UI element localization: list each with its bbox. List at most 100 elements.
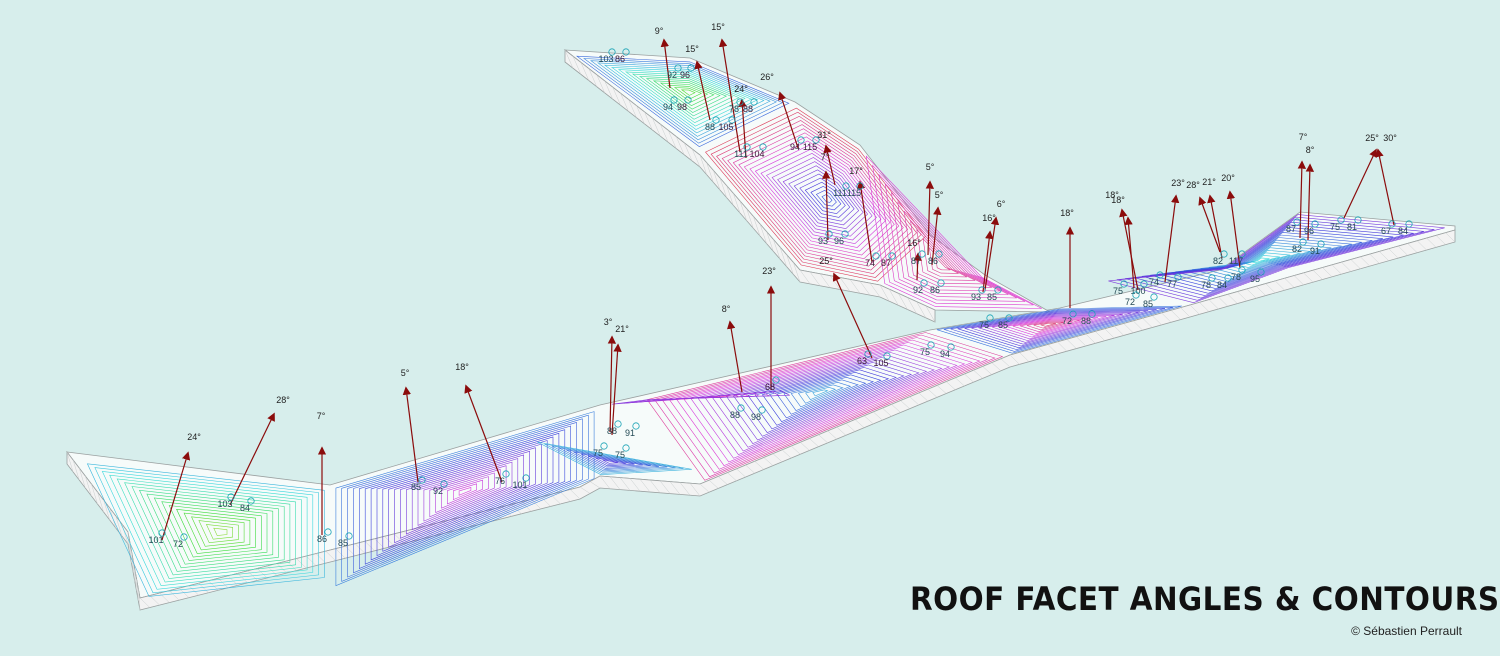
contour-line [573, 451, 651, 469]
contour-line [788, 169, 860, 226]
contour-line [740, 364, 905, 433]
contour-line [675, 342, 973, 466]
facet-id-label: 88 [705, 122, 715, 132]
upper-roof-wing-truss-line [691, 148, 701, 168]
facet-marker [856, 182, 864, 190]
facet-normal-arrow [821, 170, 831, 241]
facet-id-label: 75 [1113, 286, 1123, 296]
lower-roof-wing-truss-line [1303, 272, 1314, 283]
lower-roof-wing-truss-line [1085, 333, 1096, 344]
lower-roof-wing-truss-line [138, 588, 141, 611]
facet-normal-arrow [931, 206, 942, 266]
facet-id-label: 85 [987, 292, 997, 302]
contour-line [805, 386, 837, 400]
lower-roof-wing-truss-line [354, 543, 366, 554]
facet-marker [842, 182, 850, 190]
upper-roof-wing-truss-line [746, 208, 754, 229]
facet-normal-arrows [161, 38, 1395, 541]
upper-roof-wing-truss-line [644, 111, 653, 131]
contour-line [1250, 257, 1270, 264]
contour-line [1175, 234, 1363, 285]
facet-marker [614, 420, 622, 428]
facet-angle-label: 18° [1105, 190, 1119, 200]
facet-marker [1156, 271, 1164, 279]
contour-line [659, 82, 715, 106]
lower-roof-wing-truss-line [845, 423, 856, 432]
contour-line [732, 128, 904, 263]
facet-marker [920, 279, 928, 287]
facet-marker [1005, 314, 1013, 322]
facet-id-label: 72 [1062, 316, 1072, 326]
lower-roof-wing-truss-line [1435, 235, 1446, 245]
facet-normal-arrow [925, 180, 935, 256]
lower-roof-wing-truss-line [560, 491, 571, 502]
contour-line [405, 454, 525, 535]
facet-id-label: 98 [751, 412, 761, 422]
lower-roof-wing-truss-line [433, 523, 444, 534]
facet-normal-arrow [1119, 208, 1139, 291]
contour-line [992, 315, 1115, 340]
contour-line [776, 376, 867, 415]
lower-roof-wing-truss-line [257, 568, 268, 579]
facet-marker [670, 96, 678, 104]
contour-line [394, 447, 536, 544]
lower-roof-wing-truss-line [1151, 315, 1162, 326]
lower-roof-wing-truss-line [809, 438, 819, 447]
contour-line [754, 369, 890, 426]
facet-marker [1220, 250, 1228, 258]
lower-roof-wing-truss-line [1256, 286, 1266, 296]
contour-line [1026, 320, 1073, 331]
contour-line [865, 155, 1042, 309]
lower-roof-wing-truss-line [854, 419, 865, 428]
contour-line [109, 474, 308, 587]
page-title: ROOF FACET ANGLES & CONTOURS [910, 580, 1500, 618]
facet-normal-arrow [823, 144, 836, 186]
upper-roof-wing-truss-line [779, 246, 787, 267]
facet-marker [812, 136, 820, 144]
facet-angle-label: 21° [615, 324, 629, 334]
contour-line [810, 185, 842, 211]
facet-angle-label: 18° [1060, 208, 1074, 218]
contour-line [922, 237, 968, 278]
facet-angle-label: 23° [1171, 178, 1185, 188]
contour-line [131, 486, 291, 576]
facet-id-label: 76 [495, 476, 505, 486]
lower-roof-wing-truss-line [169, 590, 180, 601]
facet-marker [1354, 216, 1362, 224]
lower-roof-wing-truss-line [132, 560, 136, 582]
facet-marker [935, 250, 943, 258]
lower-roof-wing-truss-line [66, 451, 74, 473]
facet-angle-label: 7° [821, 152, 830, 162]
contour-line [711, 354, 935, 448]
contour-line [738, 132, 900, 260]
facet-marker [1257, 268, 1265, 276]
contour-line [782, 165, 864, 230]
facet-id-label: 96 [680, 70, 690, 80]
lower-roof-wing-truss-line [159, 592, 170, 603]
lower-roof-wing-truss-line [900, 400, 910, 409]
contour-line [999, 316, 1107, 338]
contour-line [971, 311, 1140, 345]
facet-angle-label: 15° [711, 22, 725, 32]
facet-marker [825, 230, 833, 238]
facet-id-label: 105 [873, 358, 888, 368]
lower-roof-wing-truss-line [72, 459, 80, 481]
contour-line [576, 55, 790, 147]
lower-roof-wing-truss-line [727, 472, 737, 482]
lower-roof-wing-truss-line [139, 597, 150, 608]
facet-marker [324, 528, 332, 536]
contour-line [769, 374, 875, 419]
upper-roof-wing-truss-line [793, 262, 801, 283]
upper-roof-wing-truss-line [786, 254, 794, 275]
upper-roof-wing-truss-line [604, 80, 613, 100]
contour-line [335, 411, 595, 587]
contour-line [749, 140, 891, 252]
facet-id-label: 75 [920, 347, 930, 357]
facet-id-label: 103 [598, 54, 613, 64]
contour-line [435, 472, 495, 513]
upper-roof-wing-truss-line [683, 142, 693, 161]
lower-roof-wing-truss-line [131, 550, 134, 573]
contour-line [101, 471, 314, 590]
facet-normal-arrow [1207, 194, 1223, 259]
lower-roof-wing-truss-line [1076, 336, 1086, 347]
